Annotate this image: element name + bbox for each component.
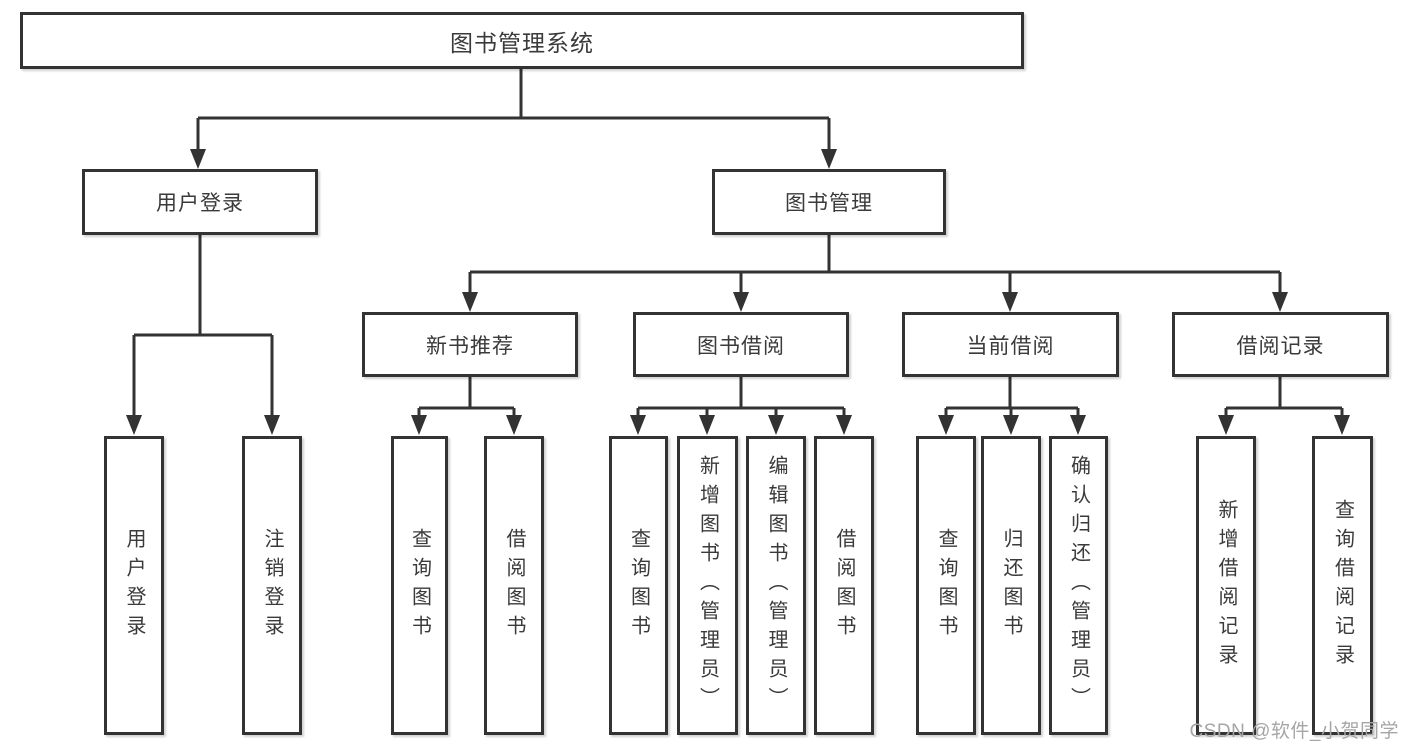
leaf-query-books-borrowing-label: 查询图书	[627, 527, 650, 644]
leaf-logout-label: 注销登录	[261, 527, 283, 644]
leaf-borrow-books-recommend: 借阅图书	[484, 436, 544, 735]
leaf-add-books-admin-label: 新增图书（管理员）	[696, 455, 719, 716]
leaf-query-books-recommend: 查询图书	[391, 436, 448, 735]
leaf-query-books-current-label: 查询图书	[935, 527, 957, 644]
leaf-borrow-books: 借阅图书	[814, 436, 874, 735]
node-book-management: 图书管理	[712, 169, 946, 235]
leaf-borrow-books-recommend-label: 借阅图书	[503, 527, 525, 644]
leaf-logout: 注销登录	[242, 436, 302, 735]
node-book-borrowing: 图书借阅	[633, 312, 849, 377]
leaf-query-borrow-record-label: 查询借阅记录	[1331, 498, 1354, 673]
csdn-watermark: CSDN @软件_小贺同学	[1189, 721, 1399, 742]
leaf-query-books-borrowing: 查询图书	[609, 436, 668, 735]
leaf-add-borrow-record-label: 新增借阅记录	[1215, 498, 1237, 673]
leaf-confirm-return-admin: 确认归还（管理员）	[1049, 436, 1108, 735]
node-new-book-recommendation: 新书推荐	[362, 312, 578, 377]
leaf-add-books-admin: 新增图书（管理员）	[677, 436, 738, 735]
leaf-return-books-label: 归还图书	[1000, 527, 1022, 644]
leaf-borrow-books-label: 借阅图书	[833, 527, 855, 644]
node-borrowing-records: 借阅记录	[1172, 312, 1389, 377]
leaf-edit-books-admin-label: 编辑图书（管理员）	[765, 455, 787, 716]
leaf-user-login-label: 用户登录	[123, 527, 145, 644]
node-user-login: 用户登录	[82, 169, 318, 235]
leaf-user-login: 用户登录	[104, 436, 164, 735]
leaf-add-borrow-record: 新增借阅记录	[1196, 436, 1256, 735]
node-library-management-system: 图书管理系统	[20, 12, 1024, 69]
leaf-return-books: 归还图书	[981, 436, 1041, 735]
node-current-borrowing: 当前借阅	[902, 312, 1119, 377]
leaf-confirm-return-admin-label: 确认归还（管理员）	[1067, 455, 1090, 716]
leaf-edit-books-admin: 编辑图书（管理员）	[746, 436, 806, 735]
leaf-query-books-current: 查询图书	[916, 436, 976, 735]
leaf-query-borrow-record: 查询借阅记录	[1312, 436, 1373, 735]
leaf-query-books-recommend-label: 查询图书	[408, 527, 431, 644]
